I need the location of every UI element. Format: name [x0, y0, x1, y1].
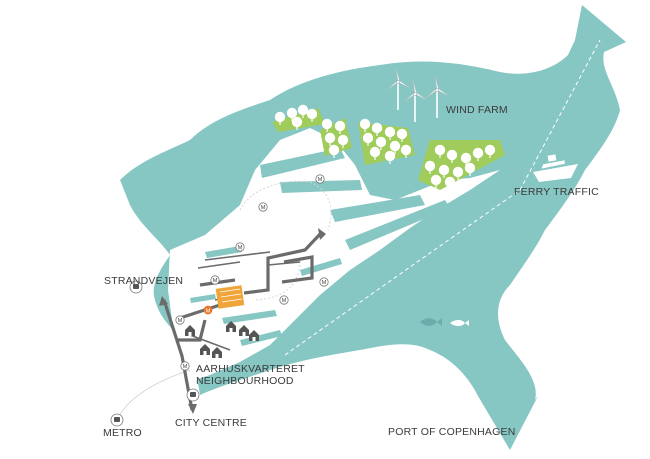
ferry-ship-icon — [533, 154, 578, 182]
label-port: PORT OF COPENHAGEN — [388, 426, 516, 438]
bus-icon — [129, 280, 143, 294]
label-city-centre: CITY CENTRE — [175, 417, 248, 429]
ferry-route — [284, 39, 601, 356]
label-metro: METRO — [103, 427, 142, 439]
train-icon — [186, 388, 200, 402]
highlight-building — [215, 285, 245, 309]
metro-marker — [203, 305, 213, 315]
metro-icon — [110, 413, 124, 427]
fish-icon — [420, 318, 469, 326]
label-ferry-traffic: FERRY TRAFFIC — [514, 186, 599, 198]
label-strandvejen: STRANDVEJEN — [104, 275, 184, 287]
label-wind-farm: WIND FARM — [446, 104, 508, 116]
svg-text:M: M — [206, 308, 211, 314]
label-aarhuskvarteret: AARHUSKVARTERET — [196, 363, 305, 375]
label-neighbourhood: NEIGHBOURHOOD — [196, 375, 294, 387]
